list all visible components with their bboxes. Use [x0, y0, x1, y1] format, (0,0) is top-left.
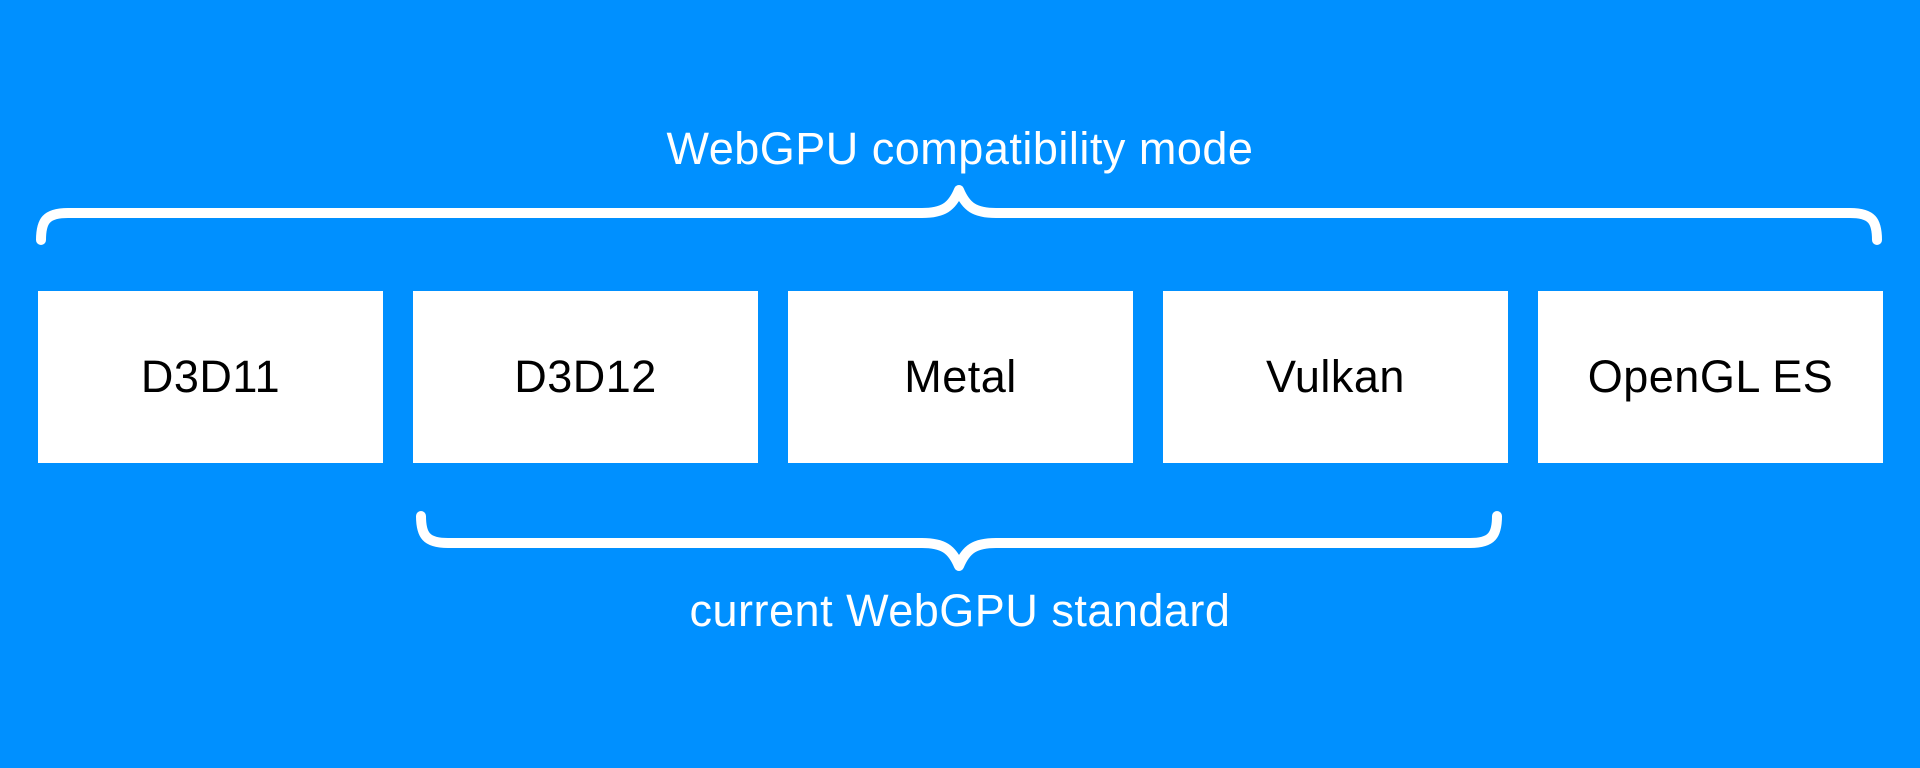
diagram-title: WebGPU compatibility mode [666, 123, 1254, 174]
api-box-opengl-es: OpenGL ES [1538, 291, 1883, 463]
bottom-brace-icon [416, 511, 1502, 571]
api-box-label: D3D12 [514, 351, 657, 402]
diagram-subtitle: current WebGPU standard [689, 585, 1231, 636]
api-box-label: Vulkan [1266, 351, 1405, 402]
api-box-label: OpenGL ES [1587, 351, 1834, 402]
api-box-vulkan: Vulkan [1163, 291, 1508, 463]
api-box-d3d11: D3D11 [38, 291, 383, 463]
top-brace-icon [36, 185, 1882, 245]
api-box-label: Metal [904, 351, 1017, 402]
api-box-row: D3D11 D3D12 Metal Vulkan OpenGL ES [38, 291, 1883, 463]
api-box-d3d12: D3D12 [413, 291, 758, 463]
api-box-label: D3D11 [140, 351, 281, 402]
api-box-metal: Metal [788, 291, 1133, 463]
